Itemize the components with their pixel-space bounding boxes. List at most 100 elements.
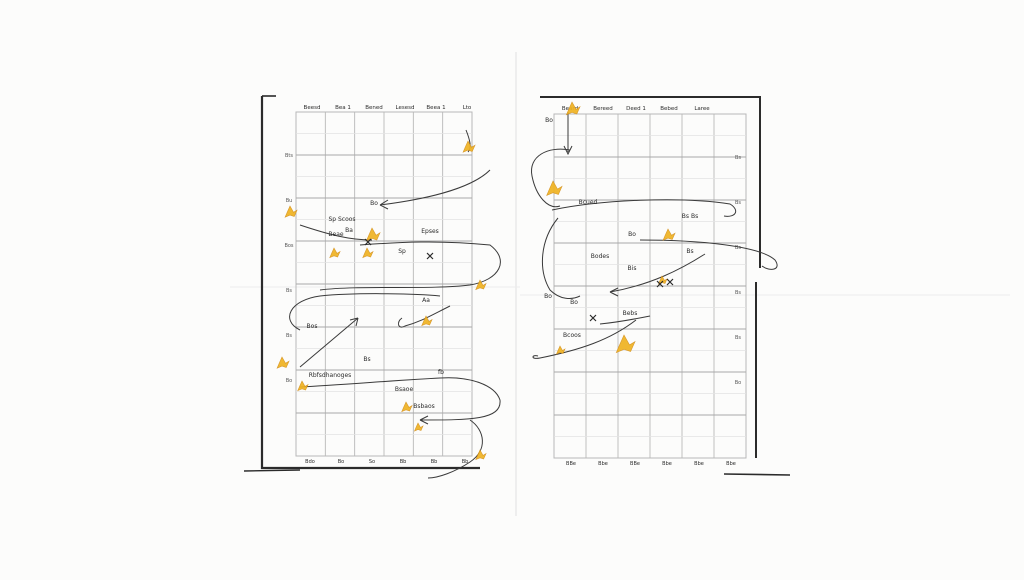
sheet-label: Bdo	[305, 459, 315, 465]
sheet-label: Bb	[431, 459, 438, 465]
handwritten-note: Bcued	[579, 199, 598, 206]
highlight-mark	[365, 227, 381, 242]
curve-arrow	[551, 199, 737, 217]
left-annotation-curves	[289, 129, 501, 479]
handwritten-note: Bo	[370, 200, 378, 207]
handwritten-note: fb	[438, 369, 444, 376]
left-frame-bracket	[260, 96, 480, 470]
highlight-mark	[276, 356, 290, 369]
handwritten-note: Rbfsdhanoges	[309, 372, 352, 379]
sheet-label: BBe	[566, 461, 576, 467]
curve-arrow	[609, 253, 706, 293]
left-grid-lines	[296, 112, 472, 456]
handwritten-note: Bo	[544, 293, 552, 300]
sheet-label: Bb	[400, 459, 407, 465]
handwritten-note: Bo	[570, 299, 578, 306]
handwritten-note: Sp	[398, 248, 406, 255]
sheet-label: Lesesd	[396, 105, 415, 111]
curve	[541, 217, 581, 299]
straight-arrow	[299, 317, 359, 368]
tick-stroke	[465, 129, 471, 153]
highlight-mark	[297, 380, 309, 392]
highlight-mark	[475, 279, 487, 291]
highlight-mark	[662, 228, 676, 241]
curve	[299, 377, 501, 421]
sheet-label: BBe	[630, 461, 640, 467]
handwritten-note: Ba	[345, 227, 353, 234]
highlight-mark	[475, 449, 487, 461]
highlight-mark	[284, 205, 298, 218]
row-label: Bs	[286, 333, 292, 339]
row-label: Bs	[735, 155, 741, 161]
curve	[531, 148, 571, 208]
curve	[319, 241, 501, 291]
sheet-label: Bbe	[726, 461, 736, 467]
highlight-mark	[462, 140, 476, 153]
handwritten-note: Bodes	[591, 253, 609, 260]
row-label: Bo	[735, 380, 742, 386]
handwritten-note: Bos	[307, 323, 318, 330]
row-label: Bo	[286, 378, 293, 384]
sheet-label: Lto	[463, 105, 472, 111]
handwritten-note: Bs	[363, 356, 370, 363]
handwritten-note: Bebs	[623, 310, 638, 317]
curve-arrow	[379, 169, 491, 206]
sheet-label: Bereed	[593, 106, 613, 112]
handwritten-note: Bs	[686, 248, 693, 255]
curve	[599, 315, 651, 325]
handwritten-note: Bsbaos	[413, 403, 435, 410]
highlight-mark	[362, 247, 374, 259]
right-frame-base-stroke	[723, 473, 791, 476]
arrow-head	[609, 287, 619, 297]
curve	[427, 419, 483, 479]
x-mark	[426, 252, 434, 260]
arrow-head	[419, 415, 429, 425]
arrow-head	[379, 199, 389, 210]
highlight-mark	[401, 401, 413, 413]
row-label: Bs	[735, 245, 741, 251]
sheet-label: Beesd	[304, 105, 321, 111]
row-label: Bs	[286, 288, 292, 294]
row-label: Bts	[285, 153, 293, 159]
x-mark	[364, 238, 372, 246]
highlight-mark	[329, 247, 341, 259]
curve	[639, 239, 778, 270]
sheet-label: Bbe	[662, 461, 672, 467]
curve	[532, 319, 637, 359]
sheet-label: Deed 1	[626, 106, 646, 112]
arrow-head	[349, 317, 359, 327]
handwritten-note: Sp Scoos	[328, 216, 355, 223]
sheet-label: Bbe	[598, 461, 608, 467]
row-label: Bs	[735, 200, 741, 206]
highlight-mark	[413, 422, 424, 432]
sheet-label: Bebed	[660, 106, 678, 112]
handwritten-note: Epses	[421, 228, 439, 235]
row-label: Bos	[284, 243, 293, 249]
row-label: Bs	[735, 290, 741, 296]
handwritten-note: Aa	[422, 297, 430, 304]
row-label: Bs	[735, 335, 741, 341]
highlight-mark	[546, 180, 563, 196]
right-frame-top-bracket	[540, 96, 761, 268]
highlight-mark	[615, 334, 636, 354]
handwritten-note: Bsaoe	[395, 386, 414, 393]
handwritten-note: Bcoos	[563, 332, 581, 339]
right-grid-lines	[554, 114, 746, 458]
handwritten-note: Bs Bs	[682, 213, 698, 220]
x-mark	[666, 278, 674, 286]
sheet-label: Bb	[462, 459, 469, 465]
right-footer-row: BBe Bbe BBe Bbe Bbe Bbe	[566, 461, 736, 467]
left-frame-base-stroke	[243, 469, 301, 472]
highlight-mark	[565, 101, 581, 116]
highlight-marks	[276, 101, 676, 461]
sheet-label: Bbe	[694, 461, 704, 467]
sheet-label: So	[369, 459, 375, 465]
